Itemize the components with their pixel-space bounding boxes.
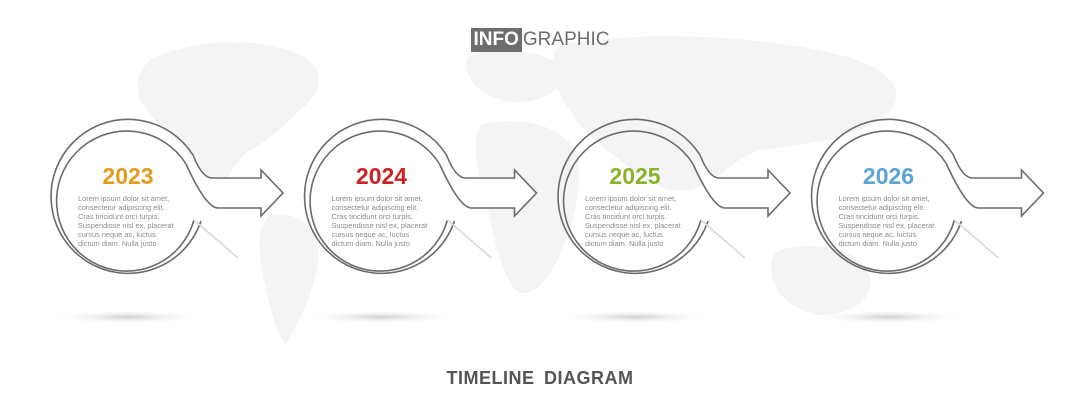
step-outer-ring (303, 118, 456, 275)
step-description-line: dictum diam. Nulla justo (78, 238, 157, 248)
step-description-line: Lorem ipsum dolor sit amet, (78, 194, 170, 203)
step-shadow (810, 310, 967, 324)
step-inner-ring (309, 130, 449, 272)
step-outer-ring (50, 118, 202, 275)
step-description: Lorem ipsum dolor sit amet,consectetur a… (331, 194, 462, 248)
diagram-title: TIMELINE DIAGRAM (446, 368, 634, 388)
step-description-line: Suspendisse nisl ex, placerat (331, 220, 428, 230)
step-description-line: dictum diam. Nulla justo (331, 238, 410, 248)
step-description-line: consectetur adipiscing elit. (331, 202, 419, 212)
step-inner-ring (562, 130, 702, 272)
timeline-step-4 (810, 118, 1045, 324)
step-shadow (50, 310, 206, 324)
step-arrow (945, 154, 1045, 218)
timeline-step-1 (50, 118, 285, 324)
step-description-line: consectetur adipiscing elit. (78, 202, 165, 212)
step-outer-ring (557, 118, 709, 275)
step-description-line: consectetur adipiscing elit. (585, 202, 672, 212)
step-description: Lorem ipsum dolor sit amet,consectetur a… (585, 194, 715, 248)
step-description-line: dictum diam. Nulla justo (585, 238, 664, 248)
step-tail (953, 219, 1000, 259)
step-description: Lorem ipsum dolor sit amet,consectetur a… (78, 194, 208, 248)
step-year: 2025 (609, 163, 661, 189)
step-description-line: Cras tincidunt orci turpis. (585, 211, 667, 221)
step-year: 2024 (355, 163, 408, 189)
header-rest: GRAPHIC (522, 29, 610, 50)
step-outer-ring (810, 118, 963, 275)
step-description-line: cursus neque ac, luctus (78, 229, 156, 239)
step-description-line: cursus neque ac, luctus (585, 229, 663, 239)
step-arrow (438, 154, 538, 218)
timeline-step-2 (303, 118, 538, 324)
step-inner-ring (55, 130, 195, 272)
step-shadow (557, 310, 713, 324)
step-description-line: Cras tincidunt orci turpis. (331, 211, 413, 221)
step-description-line: Suspendisse nisl ex, placerat (838, 220, 935, 230)
infographic-header: INFO GRAPHIC (0, 28, 1080, 52)
header-highlight: INFO (470, 28, 522, 52)
step-description-line: Lorem ipsum dolor sit amet, (331, 194, 423, 203)
step-description-line: Suspendisse nisl ex, placerat (585, 220, 681, 230)
step-description-line: cursus neque ac, luctus (331, 229, 410, 239)
step-tail (193, 219, 239, 259)
step-description-line: dictum diam. Nulla justo (838, 238, 917, 248)
step-tail (700, 219, 746, 259)
step-year: 2026 (862, 163, 915, 189)
step-description-line: Cras tincidunt orci turpis. (838, 211, 920, 221)
step-year: 2023 (102, 163, 154, 189)
step-inner-ring (816, 130, 956, 272)
step-arrow (692, 154, 792, 218)
step-description-line: cursus neque ac, luctus (838, 229, 917, 239)
step-shadow (303, 310, 460, 324)
step-description-line: Lorem ipsum dolor sit amet, (838, 194, 930, 203)
step-description: Lorem ipsum dolor sit amet,consectetur a… (838, 194, 969, 248)
step-description-line: Cras tincidunt orci turpis. (78, 211, 160, 221)
step-description-line: Suspendisse nisl ex, placerat (78, 220, 174, 230)
step-tail (446, 219, 493, 259)
step-description-line: consectetur adipiscing elit. (838, 202, 926, 212)
step-arrow (185, 154, 285, 218)
step-description-line: Lorem ipsum dolor sit amet, (585, 194, 677, 203)
timeline-step-3 (557, 118, 792, 324)
